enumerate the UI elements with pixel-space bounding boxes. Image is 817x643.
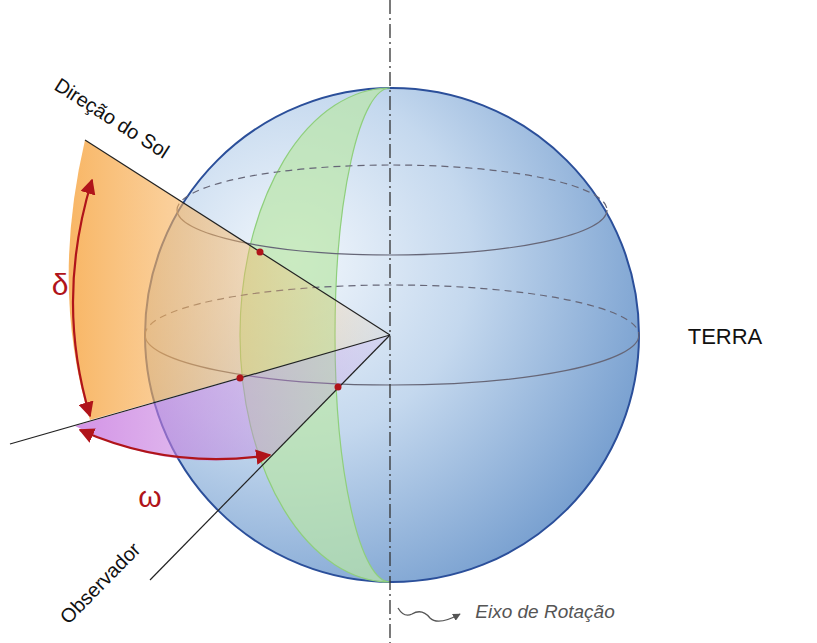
point <box>257 249 264 256</box>
axis-pointer <box>398 608 460 621</box>
point <box>335 384 342 391</box>
angle-symbol: δ <box>52 268 69 301</box>
direction-label: Observador <box>56 538 145 628</box>
point <box>237 375 244 382</box>
axis-label: Eixo de Rotação <box>475 602 614 623</box>
delta-arc <box>73 180 92 416</box>
equatorial-projection-line <box>10 335 390 444</box>
omega-arc <box>80 430 270 459</box>
latitude-back <box>177 165 607 210</box>
direction-label: Direção do Sol <box>51 73 173 162</box>
sun-direction-line <box>85 140 390 335</box>
hour-angle-wedge <box>75 335 390 461</box>
angle-symbol: ω <box>138 480 161 513</box>
title-label: TERRA <box>688 325 763 349</box>
rotation-axis <box>389 0 390 643</box>
